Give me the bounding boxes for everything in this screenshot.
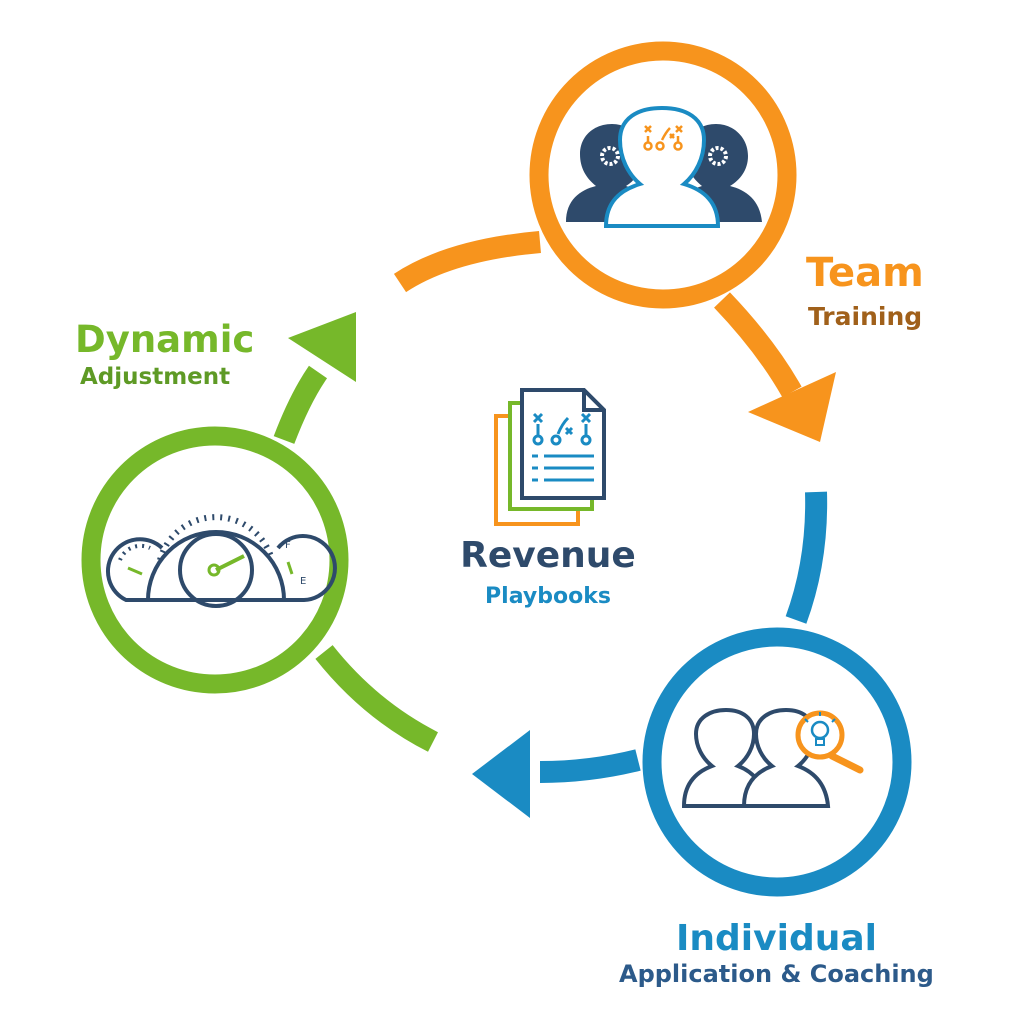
team-subtitle: Training — [808, 302, 923, 331]
team-strategy-heads-icon — [566, 105, 762, 228]
green-cycle-arrow — [273, 365, 439, 752]
svg-text:F: F — [285, 540, 291, 551]
blue-arrowhead — [472, 730, 530, 818]
individual-subtitle: Application & Coaching — [619, 960, 934, 988]
team-training-node — [529, 41, 797, 309]
green-arrowhead — [288, 312, 356, 382]
center-title: Revenue — [460, 535, 636, 576]
individual-title: Individual — [676, 918, 877, 959]
team-title: Team — [806, 250, 924, 296]
orange-arrowhead — [748, 372, 836, 442]
svg-text:E: E — [300, 576, 306, 587]
coaching-insight-icon — [681, 707, 864, 808]
dashboard-gauges-icon: F E — [105, 514, 337, 608]
dynamic-subtitle: Adjustment — [80, 364, 231, 390]
center-subtitle: Playbooks — [485, 584, 611, 609]
dynamic-adjustment-node: F E — [81, 426, 349, 694]
orange-cycle-arrow — [393, 231, 802, 398]
playbook-documents-icon — [494, 388, 606, 526]
individual-coaching-node — [642, 627, 912, 897]
blue-cycle-arrow — [539, 491, 828, 783]
dynamic-title: Dynamic — [75, 318, 255, 361]
